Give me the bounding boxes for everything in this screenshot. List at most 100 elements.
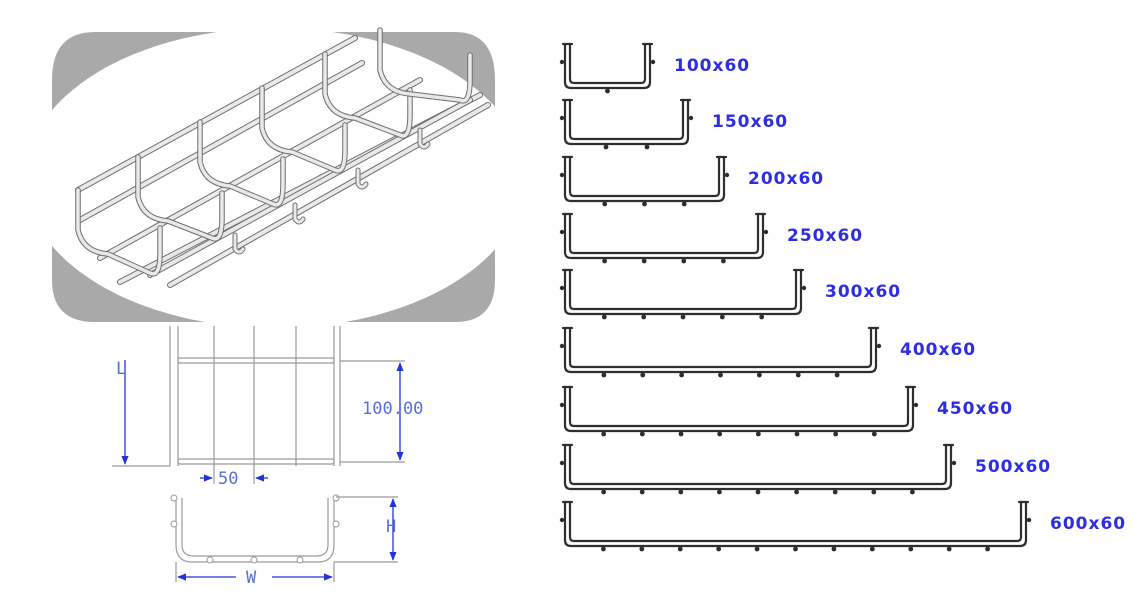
profile-outer-wire xyxy=(563,268,803,316)
profile-label: 100x60 xyxy=(674,56,750,76)
height-label: H xyxy=(386,517,396,537)
profile-150x60: 150x60 xyxy=(559,98,788,150)
profile-label: 250x60 xyxy=(787,226,863,246)
profile-bottom-nub xyxy=(641,314,647,320)
profile-inner-wire xyxy=(568,98,685,141)
profile-bottom-nub xyxy=(601,372,607,378)
profile-bottom-nub xyxy=(869,546,875,552)
profile-bottom-nub xyxy=(756,372,762,378)
profile-label: 200x60 xyxy=(748,169,824,189)
wire-body xyxy=(136,155,224,241)
profile-label: 400x60 xyxy=(900,340,976,360)
profile-bottom-nub xyxy=(603,144,609,150)
profile-bottom-nub xyxy=(985,546,990,552)
profile-inner-wire xyxy=(568,500,1023,543)
profile-200x60: 200x60 xyxy=(559,155,824,207)
profile-side-nub xyxy=(559,172,565,178)
profile-bottom-nub xyxy=(754,546,760,552)
wire-body xyxy=(418,128,430,149)
profile-bottom-nub xyxy=(831,546,837,552)
profile-side-nub xyxy=(559,59,565,65)
profile-side-nub xyxy=(559,285,565,291)
profile-label: 500x60 xyxy=(975,457,1051,477)
profile-bottom-nub xyxy=(678,431,684,437)
wire-body xyxy=(356,168,368,189)
profile-bottom-nub xyxy=(946,546,952,552)
profile-bottom-nub xyxy=(678,489,684,495)
wire-body xyxy=(78,61,364,222)
profile-bottom-nub xyxy=(640,372,646,378)
profile-side-nub xyxy=(559,460,565,466)
profile-inner-wire xyxy=(568,385,910,428)
profile-outer-wire xyxy=(563,42,652,90)
profile-bottom-nub xyxy=(717,489,722,495)
wire-body xyxy=(76,36,357,192)
profile-outer-wire xyxy=(563,385,915,433)
wire-body xyxy=(198,120,285,207)
profile-bottom-nub xyxy=(793,546,798,552)
profile-side-nub xyxy=(876,343,882,349)
profile-side-nub xyxy=(650,59,656,65)
profile-inner-wire xyxy=(568,326,873,369)
profile-bottom-nub xyxy=(639,431,645,437)
profile-bottom-nub xyxy=(719,314,725,320)
profile-bottom-nub xyxy=(910,489,915,495)
tray-section-view: H W xyxy=(170,494,398,588)
profile-bottom-nub xyxy=(642,201,647,207)
profile-250x60: 250x60 xyxy=(559,212,863,264)
profile-label: 150x60 xyxy=(712,112,788,132)
profile-bottom-nub xyxy=(871,431,877,437)
tray-3d-wires xyxy=(75,27,491,288)
profile-bottom-nub xyxy=(677,546,683,552)
profile-bottom-nub xyxy=(601,546,606,552)
profile-side-nub xyxy=(559,402,565,408)
profile-bottom-nub xyxy=(601,489,606,495)
profile-bottom-nub xyxy=(681,258,687,264)
profile-bottom-nub xyxy=(680,314,686,320)
profile-side-nub xyxy=(559,115,565,121)
profile-bottom-nub xyxy=(605,88,610,94)
wire-body xyxy=(378,28,472,103)
profile-bottom-nub xyxy=(716,546,722,552)
profile-side-nub xyxy=(1026,517,1032,523)
profile-bottom-nub xyxy=(601,314,607,320)
profile-bottom-nub xyxy=(641,258,647,264)
profile-label: 450x60 xyxy=(937,399,1013,419)
profile-inner-wire xyxy=(568,42,647,85)
wire-body xyxy=(76,188,162,276)
tray-3d-illustration xyxy=(52,27,495,322)
profile-bottom-nub xyxy=(755,431,761,437)
wire-body xyxy=(260,86,347,173)
profile-outer-wire xyxy=(563,98,690,146)
profile-inner-wire xyxy=(568,155,721,198)
profile-bottom-nub xyxy=(759,314,765,320)
profile-outer-wire xyxy=(563,500,1028,548)
profile-bottom-nub xyxy=(679,372,685,378)
profile-bottom-nub xyxy=(755,489,761,495)
profile-outer-wire xyxy=(563,212,765,260)
profile-inner-wire xyxy=(568,268,798,311)
wire-body xyxy=(168,103,490,287)
profile-bottom-nub xyxy=(795,372,801,378)
profile-bottom-nub xyxy=(794,489,799,495)
profile-bottom-nub xyxy=(871,489,877,495)
profile-bottom-nub xyxy=(834,372,840,378)
profile-300x60: 300x60 xyxy=(559,268,900,320)
profile-outer-wire xyxy=(563,155,726,203)
profile-100x60: 100x60 xyxy=(559,42,750,94)
profile-bottom-nub xyxy=(644,144,650,150)
profile-bottom-nub xyxy=(681,201,687,207)
profile-side-nub xyxy=(763,229,769,235)
profile-bottom-nub xyxy=(718,372,723,378)
profile-outer-wire xyxy=(563,326,878,374)
profile-bottom-nub xyxy=(794,431,800,437)
profile-bottom-nub xyxy=(639,546,645,552)
profile-side-nub xyxy=(724,172,730,178)
profile-bottom-nub xyxy=(832,489,838,495)
profile-side-nub xyxy=(559,343,565,349)
profile-bottom-nub xyxy=(721,258,726,264)
profile-side-nub xyxy=(559,517,565,523)
profile-side-nub xyxy=(951,460,957,466)
profile-bottom-nub xyxy=(601,431,607,437)
